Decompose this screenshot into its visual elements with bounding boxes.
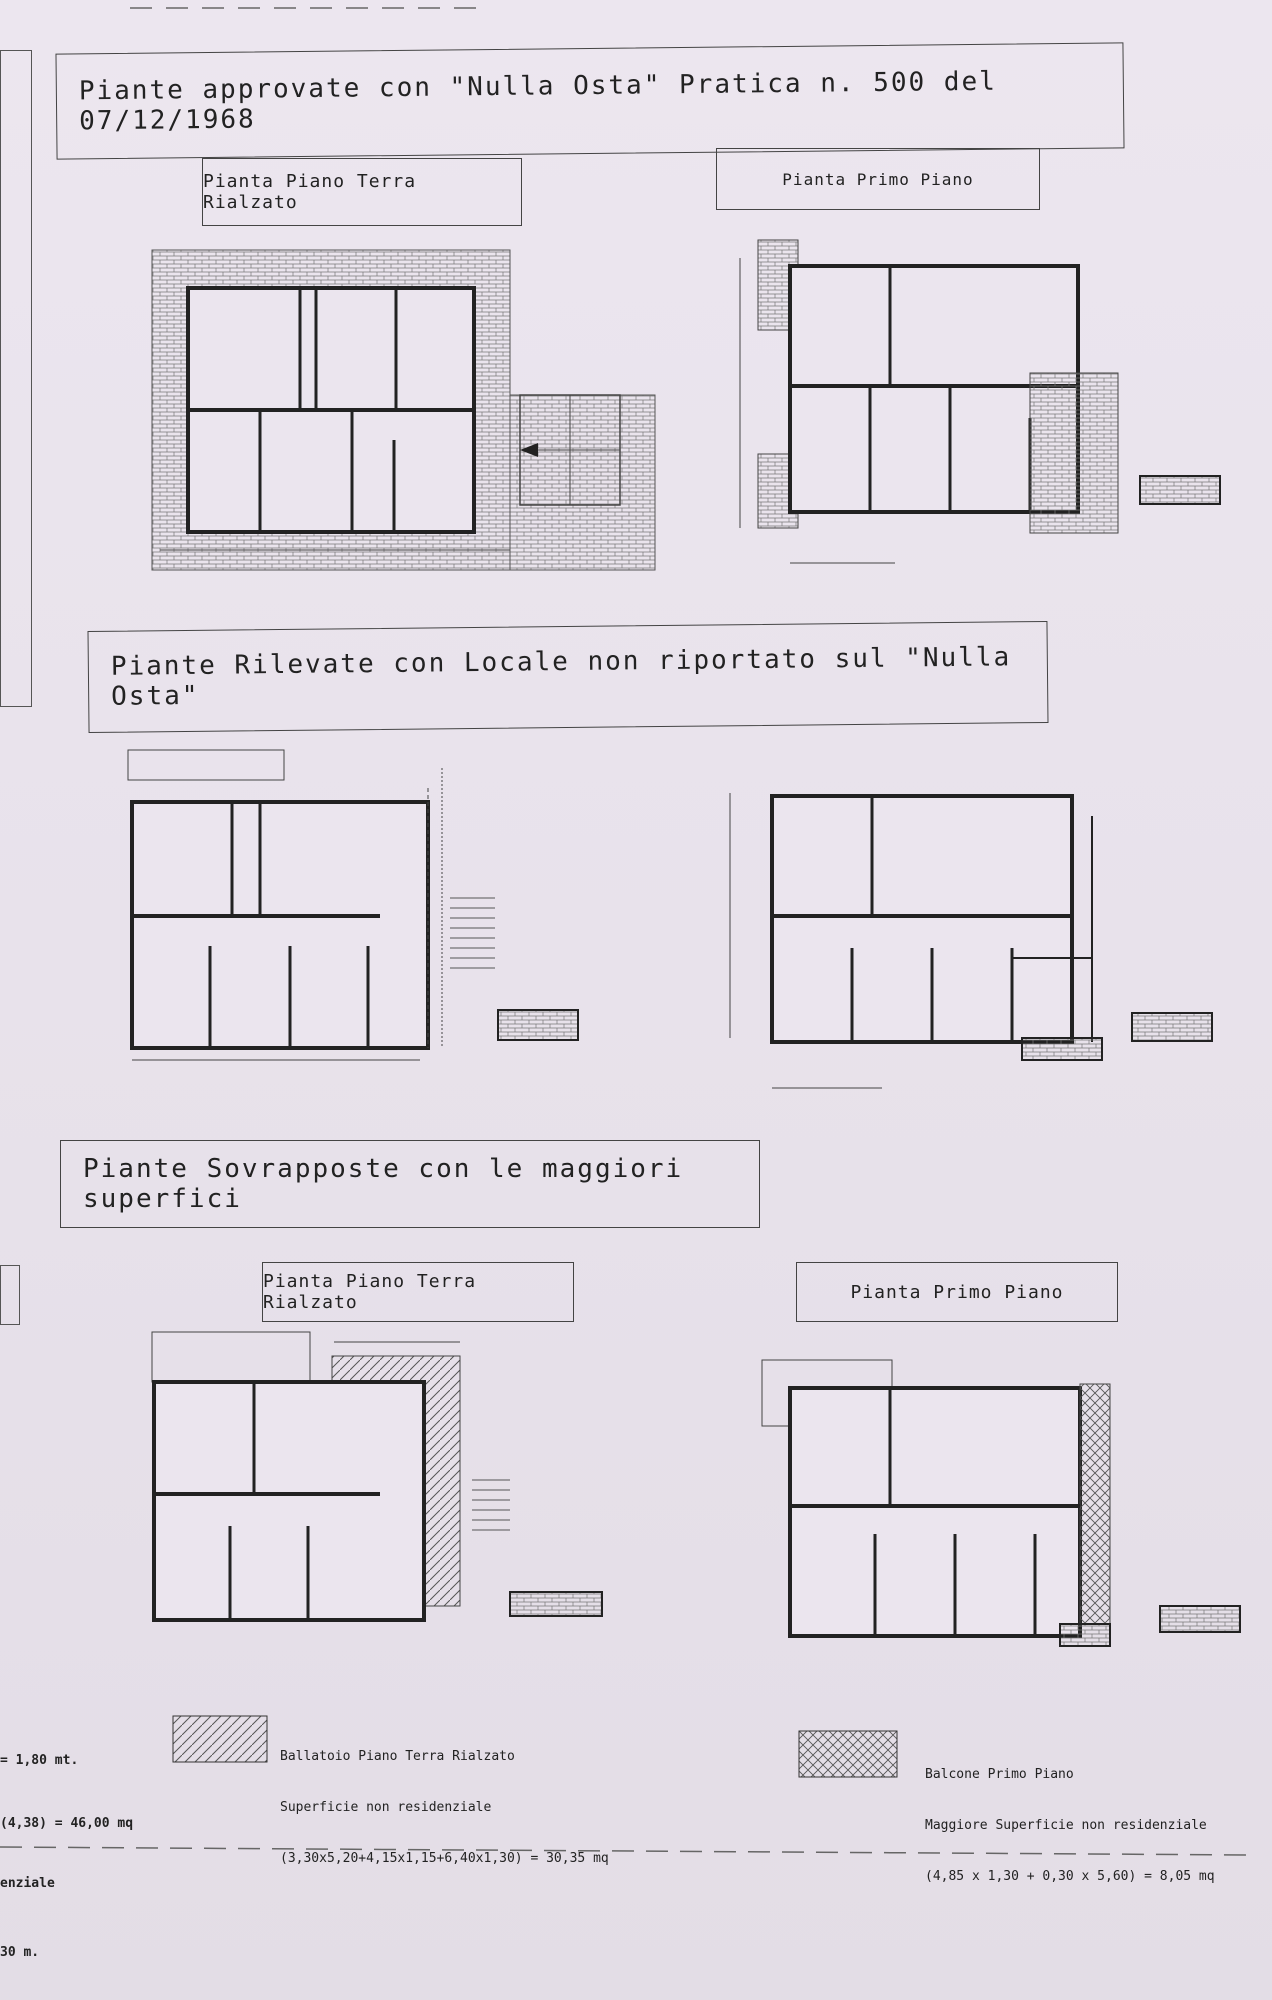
plan-surveyed-ground (127, 749, 579, 1061)
swatch-first-cross (798, 1730, 898, 1778)
legend-ground: Ballatoio Piano Terra Rialzato Superfici… (280, 1714, 609, 1884)
bottom-dashed-line (0, 1846, 1251, 1856)
swatch-ground-hatch (172, 1715, 268, 1763)
label-approved-first: Pianta Primo Piano (716, 148, 1040, 210)
title-surveyed: Piante Rilevate con Locale non riportato… (87, 620, 1049, 734)
label-approved-ground: Pianta Piano Terra Rialzato (202, 158, 522, 226)
left-frame-bottom (0, 1265, 20, 1325)
legend-first-line1: Balcone Primo Piano (925, 1767, 1074, 1782)
plan-overlay-ground (151, 1331, 603, 1622)
legend-first-line3: (4,85 x 1,30 + 0,30 x 5,60) = 8,05 mq (925, 1869, 1215, 1884)
cut-line2: (4,38) = 46,00 mq (0, 1816, 134, 1831)
legend-first: Balcone Primo Piano Maggiore Superficie … (925, 1732, 1215, 1902)
top-dashed-line (130, 7, 480, 9)
cut-line4: 30 m. (0, 1945, 40, 1960)
plan-approved-first (739, 239, 1221, 564)
cut-text-left: = 1,80 mt. (4,38) = 46,00 mq enziale 30 … (0, 1706, 133, 1986)
legend-ground-line2: Superficie non residenziale (280, 1800, 492, 1815)
cut-line3: enziale (0, 1876, 55, 1891)
legend-ground-line1: Ballatoio Piano Terra Rialzato (280, 1749, 515, 1764)
title-approved: Piante approvate con "Nulla Osta" Pratic… (55, 42, 1125, 160)
label-overlay-first: Pianta Primo Piano (796, 1262, 1118, 1322)
left-frame-top (0, 50, 32, 707)
legend-ground-line3: (3,30x5,20+4,15x1,15+6,40x1,30) = 30,35 … (280, 1851, 609, 1866)
title-overlay: Piante Sovrapposte con le maggiori super… (60, 1140, 760, 1228)
cut-line1: = 1,80 mt. (0, 1753, 79, 1768)
plan-overlay-first (761, 1359, 1241, 1647)
legend-first-line2: Maggiore Superficie non residenziale (925, 1818, 1207, 1833)
plan-approved-ground (151, 249, 656, 571)
plan-surveyed-first (729, 793, 1213, 1089)
label-overlay-ground: Pianta Piano Terra Rialzato (262, 1262, 574, 1322)
